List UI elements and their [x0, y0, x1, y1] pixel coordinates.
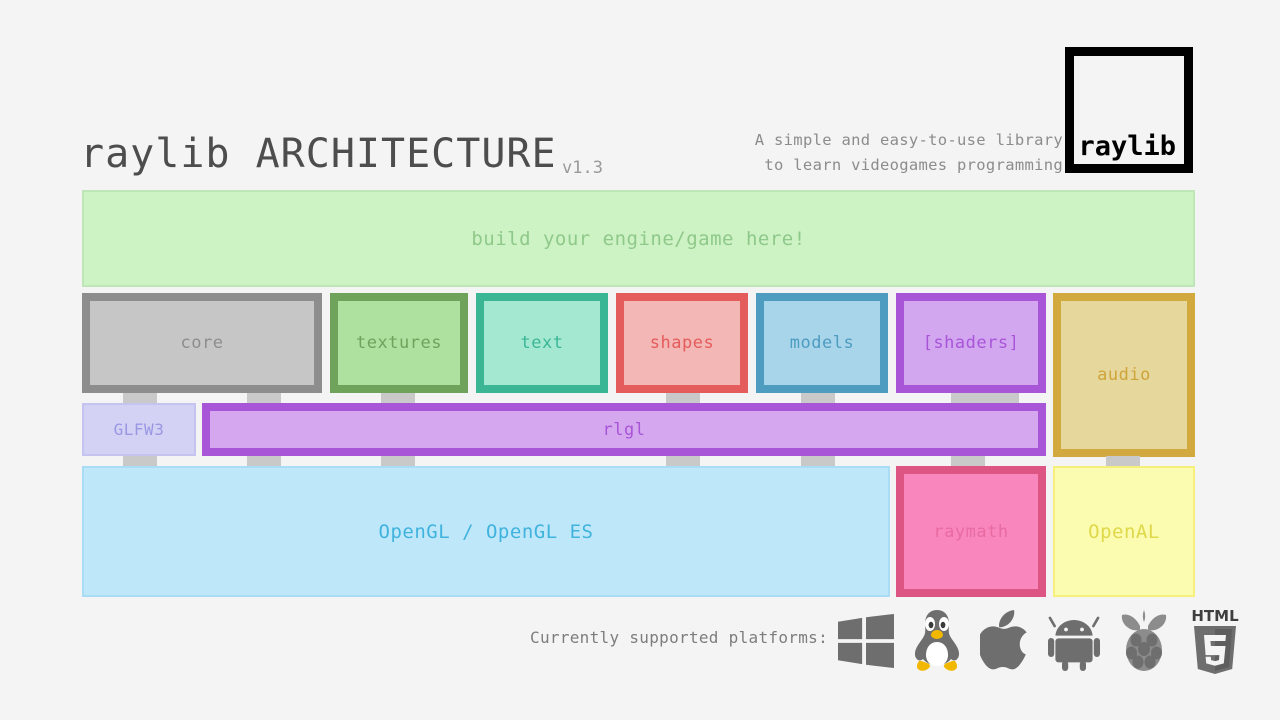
- apple-icon: [980, 609, 1032, 673]
- connector-tab: [123, 456, 157, 468]
- module-shapes-label: shapes: [649, 333, 715, 353]
- version-label: v1.3: [562, 158, 603, 178]
- module-shaders-label: [shaders]: [922, 333, 1020, 353]
- module-core-label: core: [180, 333, 224, 353]
- connector-tab: [666, 456, 700, 468]
- platform-opengl[interactable]: OpenGL / OpenGL ES: [82, 466, 890, 597]
- module-shapes[interactable]: shapes: [616, 293, 748, 393]
- module-audio[interactable]: audio: [1053, 293, 1195, 457]
- module-audio-label: audio: [1097, 365, 1151, 385]
- linux-icon: [910, 609, 964, 673]
- connector-tab: [666, 393, 700, 405]
- module-text[interactable]: text: [476, 293, 608, 393]
- backend-rlgl[interactable]: rlgl: [202, 403, 1046, 456]
- supported-platforms-label: Currently supported platforms:: [530, 628, 828, 647]
- raspberrypi-icon: [1116, 609, 1172, 673]
- platform-openal[interactable]: OpenAL: [1053, 466, 1195, 597]
- raylib-logo-text: raylib: [1078, 131, 1176, 162]
- backend-glfw3-label: GLFW3: [113, 420, 165, 439]
- svg-text:HTML: HTML: [1191, 607, 1239, 625]
- page-title-text: raylib ARCHITECTURE: [80, 131, 557, 177]
- android-icon: [1048, 609, 1100, 673]
- backend-rlgl-label: rlgl: [602, 419, 646, 440]
- user-layer-block: build your engine/game here!: [82, 190, 1195, 287]
- connector-tab: [247, 456, 281, 468]
- connector-tab: [1106, 456, 1140, 468]
- connector-tab: [381, 393, 415, 405]
- connector-tab: [801, 393, 835, 405]
- raylib-logo: raylib: [1065, 47, 1193, 173]
- module-text-label: text: [520, 333, 564, 353]
- connector-tab: [123, 393, 157, 405]
- module-models[interactable]: models: [756, 293, 888, 393]
- module-shaders[interactable]: [shaders]: [896, 293, 1046, 393]
- platform-icon-list: HTML: [838, 604, 1239, 678]
- module-core[interactable]: core: [82, 293, 322, 393]
- connector-tab: [801, 456, 835, 468]
- backend-glfw3[interactable]: GLFW3: [82, 403, 196, 456]
- platform-raymath-label: raymath: [933, 521, 1009, 542]
- connector-tab: [951, 456, 985, 468]
- tagline-line-2: to learn videogames programming: [764, 156, 1063, 174]
- platform-opengl-label: OpenGL / OpenGL ES: [378, 520, 594, 543]
- module-models-label: models: [789, 333, 855, 353]
- module-textures-label: textures: [356, 333, 442, 353]
- windows-icon: [838, 609, 894, 673]
- user-layer-label: build your engine/game here!: [471, 227, 806, 250]
- tagline-line-1: A simple and easy-to-use library: [754, 131, 1063, 149]
- connector-tab: [247, 393, 281, 405]
- module-textures[interactable]: textures: [330, 293, 468, 393]
- html5-icon: HTML: [1188, 607, 1242, 674]
- page-title: raylib ARCHITECTURE v1.3: [80, 130, 700, 180]
- connector-tab: [951, 393, 1019, 405]
- platform-raymath[interactable]: raymath: [896, 466, 1046, 597]
- platform-openal-label: OpenAL: [1088, 520, 1160, 543]
- connector-tab: [381, 456, 415, 468]
- tagline: A simple and easy-to-use library to lear…: [718, 128, 1063, 178]
